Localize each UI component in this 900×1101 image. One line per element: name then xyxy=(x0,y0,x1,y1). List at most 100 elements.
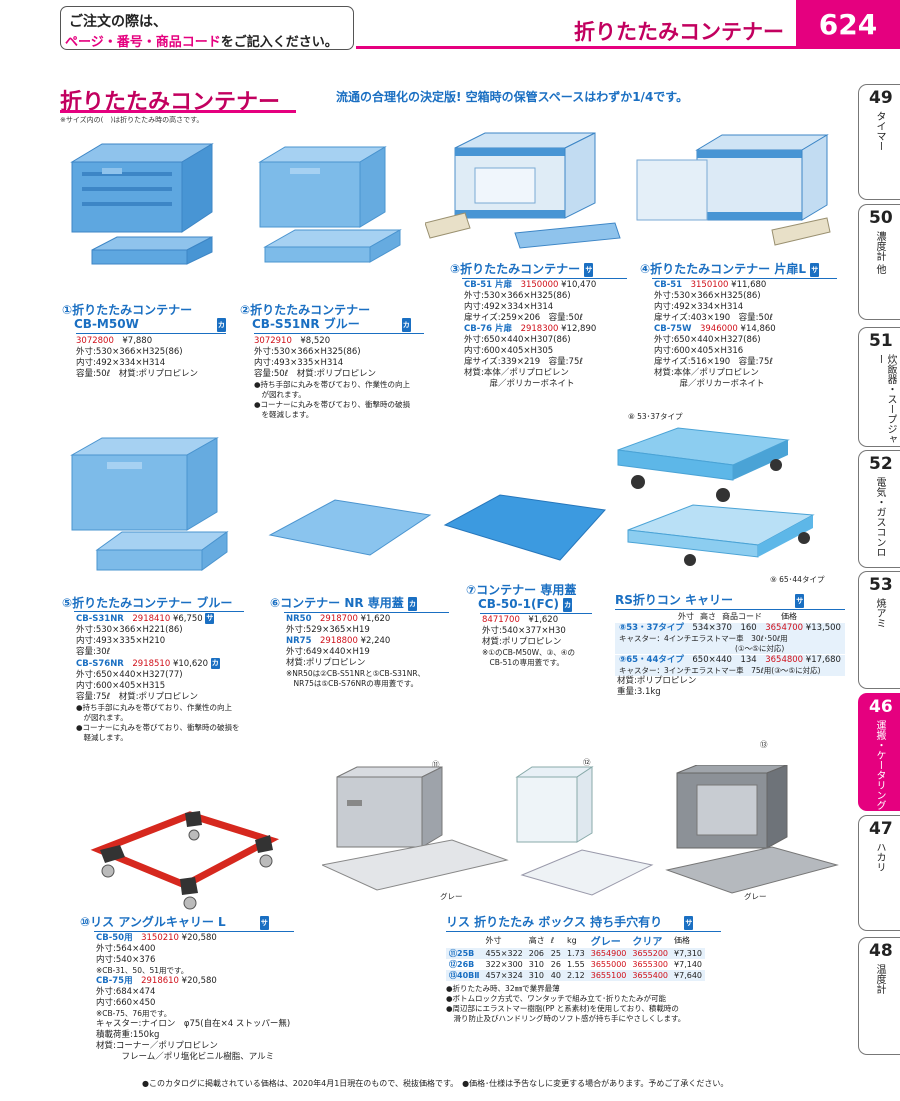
spec-line: 扉／ポリカーボネイト xyxy=(654,378,765,389)
carrier-spec-header: 外寸高さ商品コード価格 xyxy=(678,611,797,621)
spec-line: 外寸:564×400 xyxy=(96,943,156,954)
product-price: ¥7,880 xyxy=(122,335,153,346)
spec-line: 内寸:660×450 xyxy=(96,997,156,1008)
footer-note: ●このカタログに掲載されている価格は、2020年4月1日現在のもので、税抜価格で… xyxy=(142,1079,729,1088)
product-model: CB-50-1(FC) カ xyxy=(478,597,573,612)
folding-box-images xyxy=(322,765,839,896)
spec-line: 内寸:600×405×H305 xyxy=(464,345,554,356)
spec-line: 外寸:540×377×H30 xyxy=(482,625,566,636)
model-line: CB-50用 3150210 ¥20,580 xyxy=(96,932,217,943)
tab-label: 焼アミ xyxy=(874,598,885,628)
product-name: RS折りコン キャリー サ xyxy=(615,593,805,608)
section-rule xyxy=(60,110,296,113)
feature-note: ●周辺部にエラストマー樹脂(PP と系素材)を使用しており、積載時の xyxy=(446,1003,679,1013)
feature-note: ●ボトムロック方式で、ワンタッチで組み立て･折りたたみが可能 xyxy=(446,993,666,1003)
model-line: NR50 2918700 ¥1,620 xyxy=(286,613,391,624)
feature-note: ※CB-75、76用です。 xyxy=(96,1008,172,1018)
tab-label: 濃度計 他 xyxy=(874,231,885,275)
tab-number: 47 xyxy=(869,819,893,839)
product-name: ③折りたたみコンテナー サ xyxy=(450,262,594,277)
supplier-badge: サ xyxy=(205,613,215,624)
container-image-2 xyxy=(258,146,402,263)
supplier-badge: カ xyxy=(408,596,417,611)
spec-line: 外寸:650×440×H327(86) xyxy=(654,334,761,345)
tab-47[interactable]: 47 ハカリ xyxy=(858,815,900,931)
supplier-badge: サ xyxy=(810,262,820,277)
tab-53[interactable]: 53 焼アミ xyxy=(858,571,900,689)
box-label-13: ⑬ xyxy=(760,740,768,749)
spec-line: 扉サイズ:339×219 容量:75ℓ xyxy=(464,356,583,367)
product-3: ③折りたたみコンテナー サ CB-51 片扉 3150000 ¥10,470 外… xyxy=(450,262,627,390)
spec-line: 外寸:530×366×H325(86) xyxy=(654,290,761,301)
spec-line: 内寸:492×334×H314 xyxy=(464,301,554,312)
supplier-badge: サ xyxy=(795,593,805,608)
spec-line: 容量:50ℓ 材質:ポリプロピレン xyxy=(254,368,377,379)
spec-line: フレーム／ポリ塩化ビニル樹脂、アルミ xyxy=(96,1051,275,1062)
feature-note: 滑り防止及びハンドリング時のソフト感が持ち手にやさしくします。 xyxy=(446,1013,686,1023)
product-name: ⑦コンテナー 専用蓋 xyxy=(466,583,577,597)
tab-label: 炊飯器・スープジャー xyxy=(874,354,896,444)
tab-label: タイマー xyxy=(874,111,885,151)
spec-line: 材質:ポリプロピレン xyxy=(482,636,562,647)
tab-number: 46 xyxy=(869,697,893,717)
carrier-label-9: ⑨ 65･44タイプ xyxy=(770,575,825,584)
spec-line: 内寸:492×334×H314 xyxy=(654,301,744,312)
spec-line: 容量:75ℓ 材質:ポリプロピレン xyxy=(76,692,199,702)
feature-note: ※NR50は②CB-S51NRと⑤CB-S31NR、 xyxy=(286,668,426,678)
spec-line: 内寸:540×376 xyxy=(96,954,156,965)
spec-line: 内寸:493×335×H210 xyxy=(76,636,166,646)
spec-line: 外寸:650×440×H307(86) xyxy=(464,334,571,345)
model-line: CB-51 3150100 ¥11,680 xyxy=(654,279,767,290)
spec-line: 材質:本体／ポリプロピレン xyxy=(654,367,759,378)
product-code: 3072910 xyxy=(254,335,292,346)
supplier-badge: サ xyxy=(259,915,269,930)
supplier-badge: カ xyxy=(401,317,411,332)
product-7: ⑦コンテナー 専用蓋 CB-50-1(FC) カ 8471700 ¥1,620 … xyxy=(466,583,592,668)
spec-line: 材質:本体／ポリプロピレン xyxy=(464,367,569,378)
model-line: CB-51 片扉 3150000 ¥10,470 xyxy=(464,279,597,290)
product-name: ⑩リス アングルキャリー L サ xyxy=(80,915,269,930)
product-code: 3072800 xyxy=(76,335,114,346)
table-header-row: 外寸 高さ ℓ kg グレー クリア 価格 xyxy=(485,935,691,948)
tab-number: 53 xyxy=(869,575,893,595)
spec-line: 外寸:649×440×H19 xyxy=(286,646,370,657)
category-title: 折りたたみコンテナー xyxy=(574,20,784,44)
feature-note: が図れます。 xyxy=(76,713,128,722)
product-4: ④折りたたみコンテナー 片扉L サ CB-51 3150100 ¥11,680 … xyxy=(640,262,837,390)
feature-note: が図れます。 xyxy=(254,389,306,399)
product-10: ⑩リス アングルキャリー L サ CB-50用 3150210 ¥20,580 … xyxy=(80,915,294,1063)
lid-image-7 xyxy=(443,494,606,561)
spec-line: 内寸:600×405×H316 xyxy=(654,345,744,356)
spec-line: 外寸:530×366×H325(86) xyxy=(464,290,571,301)
spec-line: 外寸:650×440×H327(77) xyxy=(76,670,183,680)
feature-note: ●持ち手部に丸みを帯びており、作業性の向上 xyxy=(76,703,233,712)
supplier-badge: カ xyxy=(216,317,226,332)
product-code-line: 3072800 ¥7,880 xyxy=(62,336,226,347)
feature-note: CB-51の専用蓋です。 xyxy=(482,657,564,667)
tab-number: 48 xyxy=(869,941,893,961)
spec-line: 内寸:492×334×H314 xyxy=(76,357,166,368)
spec-line: 重量:3.1kg xyxy=(617,686,661,697)
carrier-label-8: ⑧ 53･37タイプ xyxy=(628,412,683,421)
product-name: リス 折りたたみ ボックス 持ち手穴有り サ xyxy=(446,915,694,930)
notice-line1: ご注文の際は、 xyxy=(69,14,167,30)
header-rule xyxy=(356,46,900,49)
size-note: ※サイズ内の( )は折りたたみ時の高さです。 xyxy=(60,116,204,124)
color-label-grey-2: グレー xyxy=(744,892,767,901)
box-label-11: ⑪ xyxy=(432,760,440,769)
product-name: ⑥コンテナー NR 専用蓋 カ xyxy=(270,596,417,611)
carrier-image-8-9 xyxy=(617,427,815,566)
tab-label: ハカリ xyxy=(874,842,885,872)
spec-line: 扉サイズ:403×190 容量:50ℓ xyxy=(654,312,773,323)
container-image-4 xyxy=(636,134,831,246)
product-6: ⑥コンテナー NR 専用蓋 カ NR50 2918700 ¥1,620 外寸:5… xyxy=(270,596,449,689)
